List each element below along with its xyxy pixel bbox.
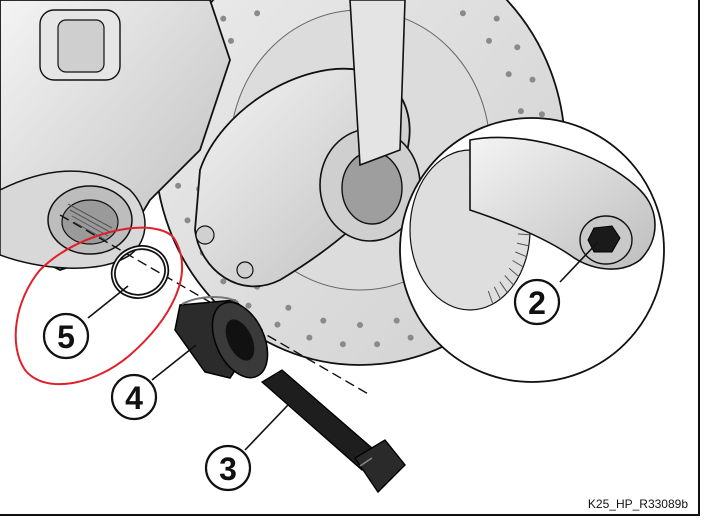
- sensor-ring-tooth: [508, 267, 520, 277]
- disc-hole: [285, 304, 292, 311]
- disc-hole: [320, 317, 327, 324]
- swing-arm-housing: [0, 0, 231, 271]
- disc-hole: [339, 341, 346, 348]
- sensor-ring-tooth: [516, 242, 529, 247]
- disc-hole: [407, 334, 414, 341]
- disc-hole: [274, 321, 281, 328]
- bolt-part-3: [260, 369, 406, 494]
- diagram-frame: [0, 0, 700, 516]
- disc-hole: [184, 217, 191, 224]
- disc-hole: [228, 37, 234, 44]
- disc-hole: [486, 37, 492, 44]
- leader-lines: [87, 241, 599, 451]
- disc-hole: [306, 334, 313, 341]
- sensor-ring-tooth: [493, 286, 501, 300]
- callout-5-label: 5: [57, 319, 75, 355]
- callout-2-label: 2: [528, 285, 546, 321]
- callout-3-label: 3: [219, 451, 237, 487]
- disc-hole: [245, 302, 252, 309]
- callout-2: 2: [513, 278, 561, 326]
- press-bushing-part-4: [174, 296, 269, 379]
- sensor-ring-tooth: [517, 233, 530, 236]
- disc-hole: [538, 111, 545, 118]
- callout-5: 5: [42, 312, 90, 360]
- sensor-ring-tooth: [487, 290, 494, 305]
- callout-4: 4: [110, 373, 158, 421]
- disc-hole: [493, 15, 500, 22]
- figure-reference-code: K25_HP_R33089b: [587, 497, 688, 511]
- hub-caliper: [194, 0, 421, 288]
- detail-magnifier: [399, 117, 665, 383]
- sensor-ring-tooth: [512, 260, 524, 268]
- disc-hole: [220, 278, 227, 285]
- disc-hole: [459, 10, 466, 17]
- disc-hole: [529, 76, 536, 83]
- disc-hole: [517, 108, 524, 115]
- sensor-ring-tooth: [515, 251, 527, 258]
- disc-hole: [374, 341, 381, 348]
- disc-hole: [220, 15, 227, 22]
- sensor-ring-tooth: [504, 275, 514, 286]
- callout-3: 3: [204, 444, 252, 492]
- disc-hole: [505, 71, 512, 78]
- sensor-ring-tooth: [499, 281, 508, 293]
- callout-4-label: 4: [125, 380, 143, 416]
- disc-hole: [514, 44, 521, 51]
- disc-hole: [393, 317, 400, 324]
- sealing-ring-part-5: [110, 245, 170, 299]
- highlight-mark: [14, 226, 184, 386]
- disc-hole: [254, 10, 261, 17]
- disc-hole: [357, 322, 363, 328]
- disc-hole: [175, 182, 182, 189]
